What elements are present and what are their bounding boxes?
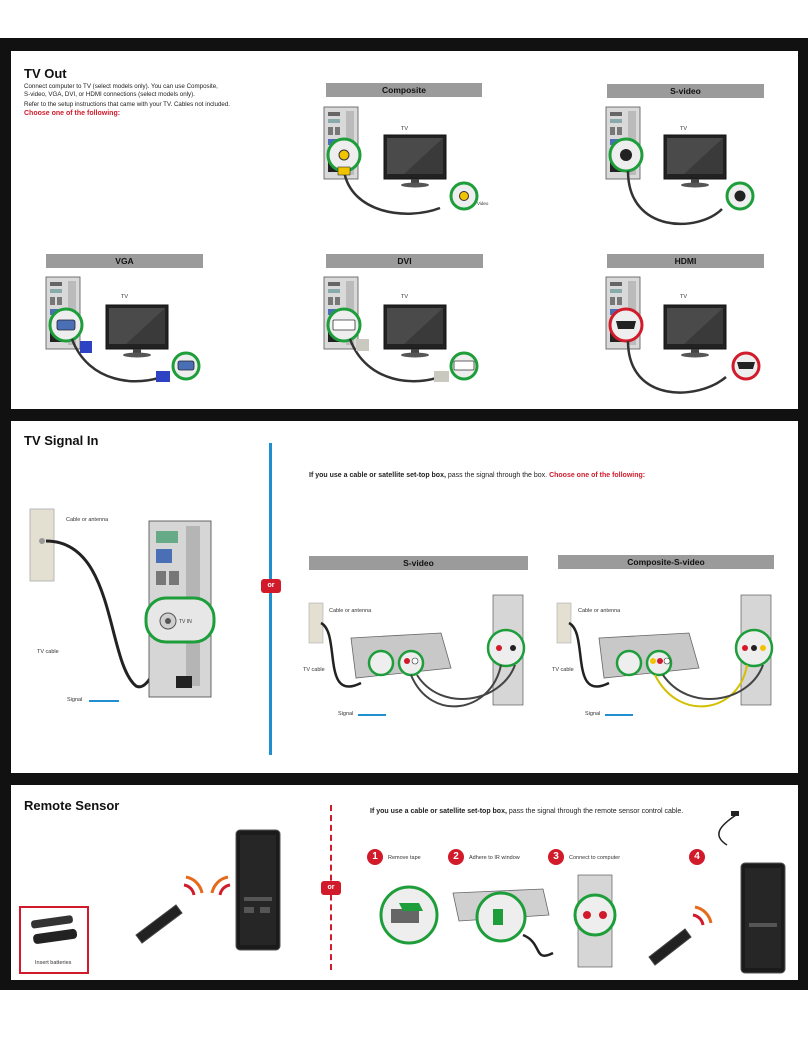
remote-sensor-heading: Remote Sensor — [24, 798, 120, 813]
hdmi-tv-label: TV — [680, 294, 688, 300]
steps-illustration — [379, 874, 617, 968]
tv-out-panel: TV Out Connect computer to TV (select mo… — [11, 51, 798, 409]
svideo-in-illustration — [308, 594, 526, 708]
remote-settop-bold: If you use a cable or satellite set-top … — [370, 808, 507, 815]
vertical-divider — [269, 443, 272, 755]
step-3-label: Connect to computer — [569, 855, 621, 861]
tv-out-choose: Choose one of the following: — [24, 110, 121, 117]
composite-signal: Signal — [585, 711, 601, 717]
insert-batteries-box — [19, 906, 89, 974]
dvi-tv-label: TV — [401, 294, 409, 300]
battery-remote-icon — [31, 915, 78, 944]
step-4-illustration — [648, 811, 786, 974]
svideo-tv-cable: TV cable — [303, 667, 325, 673]
tv-cable-label: TV cable — [37, 649, 59, 655]
step-2-badge: 2 — [448, 849, 464, 865]
signal-label: Signal — [67, 697, 83, 703]
option-bar-svideo-out: S-video — [607, 84, 764, 98]
tv-out-heading: TV Out — [24, 66, 67, 81]
composite-tv-label: TV — [401, 126, 409, 132]
option-bar-dvi: DVI — [326, 254, 483, 268]
settop-bold: If you use a cable or satellite set-top … — [309, 472, 446, 479]
tv-signal-in-panel: TV Signal In Cable or antenna TV cable T… — [11, 421, 798, 773]
remote-settop-rest: pass the signal through the remote senso… — [506, 808, 684, 815]
settop-instruction: If you use a cable or satellite set-top … — [309, 472, 645, 480]
vga-tv-label: TV — [121, 294, 129, 300]
composite-illustration — [323, 106, 479, 215]
tv-out-intro-line2: S-video, VGA, DVI, or HDMI connections (… — [24, 91, 195, 98]
svideo-tv-label: TV — [680, 126, 688, 132]
tv-signal-in-heading: TV Signal In — [24, 433, 99, 448]
tv-signal-in-illustration — [29, 508, 216, 698]
composite-video-label: Video — [477, 201, 489, 206]
tv-in-label: TV IN — [179, 619, 192, 625]
composite-svideo-illustration — [556, 594, 774, 708]
settop-choose: Choose one of the following: — [549, 472, 646, 479]
or-badge-remote: or — [321, 881, 341, 895]
svideo-cable-or-antenna: Cable or antenna — [329, 608, 372, 614]
svideo-out-illustration — [605, 106, 755, 226]
hdmi-illustration — [605, 276, 761, 394]
option-bar-composite: Composite — [326, 83, 482, 97]
cable-or-antenna-label: Cable or antenna — [66, 517, 109, 523]
composite-signal-arrow — [605, 714, 633, 716]
svideo-signal-arrow — [358, 714, 386, 716]
signal-arrow — [89, 700, 119, 702]
remote-pc-illustration — [135, 829, 281, 951]
option-bar-hdmi: HDMI — [607, 254, 764, 268]
tv-out-intro-line3: Refer to the setup instructions that cam… — [24, 101, 231, 108]
dvi-illustration — [323, 276, 479, 383]
composite-tv-cable: TV cable — [552, 667, 574, 673]
option-bar-composite-svideo: Composite-S-video — [558, 555, 774, 569]
remote-settop-instruction: If you use a cable or satellite set-top … — [370, 808, 683, 816]
step-1-label: Remove tape — [388, 855, 421, 861]
svideo-signal: Signal — [338, 711, 354, 717]
step-1-badge: 1 — [367, 849, 383, 865]
vga-illustration — [45, 276, 201, 383]
or-badge-signal: or — [261, 579, 281, 593]
insert-batteries-label: Insert batteries — [35, 960, 72, 966]
tv-out-intro-line1: Connect computer to TV (select models on… — [24, 83, 218, 90]
composite-cable-or-antenna: Cable or antenna — [578, 608, 621, 614]
option-bar-svideo-in: S-video — [309, 556, 528, 570]
remote-sensor-panel: Remote Sensor Insert batteries or If you… — [11, 785, 798, 980]
step-4-badge: 4 — [689, 849, 705, 865]
option-bar-vga: VGA — [46, 254, 203, 268]
step-2-label: Adhere to IR window — [469, 855, 520, 861]
step-3-badge: 3 — [548, 849, 564, 865]
settop-rest: pass the signal through the box. — [445, 472, 550, 479]
